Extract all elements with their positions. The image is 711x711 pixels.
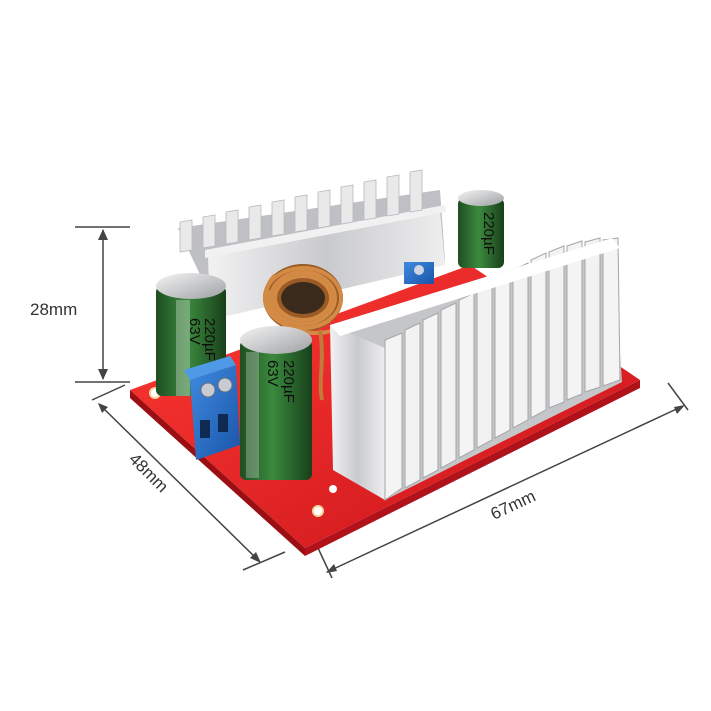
capacitor-front-voltage: 63V bbox=[264, 360, 281, 387]
height-label: 28mm bbox=[30, 300, 77, 319]
capacitor-front-capacitance: 220µF bbox=[280, 360, 297, 403]
width-label: 67mm bbox=[488, 486, 539, 523]
terminal-block bbox=[184, 356, 240, 460]
capacitor-rear-capacitance: 220µF bbox=[480, 212, 497, 255]
width-dimension: 67mm bbox=[317, 382, 689, 579]
capacitor-rear: 220µF bbox=[458, 190, 504, 268]
mount-hole bbox=[329, 485, 337, 493]
mount-hole bbox=[312, 505, 324, 517]
depth-label: 48mm bbox=[125, 449, 172, 496]
capacitor-left-voltage: 63V bbox=[186, 318, 203, 345]
height-dimension: 28mm bbox=[30, 226, 130, 383]
trimmer-potentiometer bbox=[404, 262, 434, 284]
capacitor-left-capacitance: 220µF bbox=[201, 318, 218, 361]
toroid-inductor bbox=[263, 264, 343, 401]
capacitor-front: 220µF 63V bbox=[240, 326, 312, 480]
front-heatsink bbox=[330, 237, 622, 501]
